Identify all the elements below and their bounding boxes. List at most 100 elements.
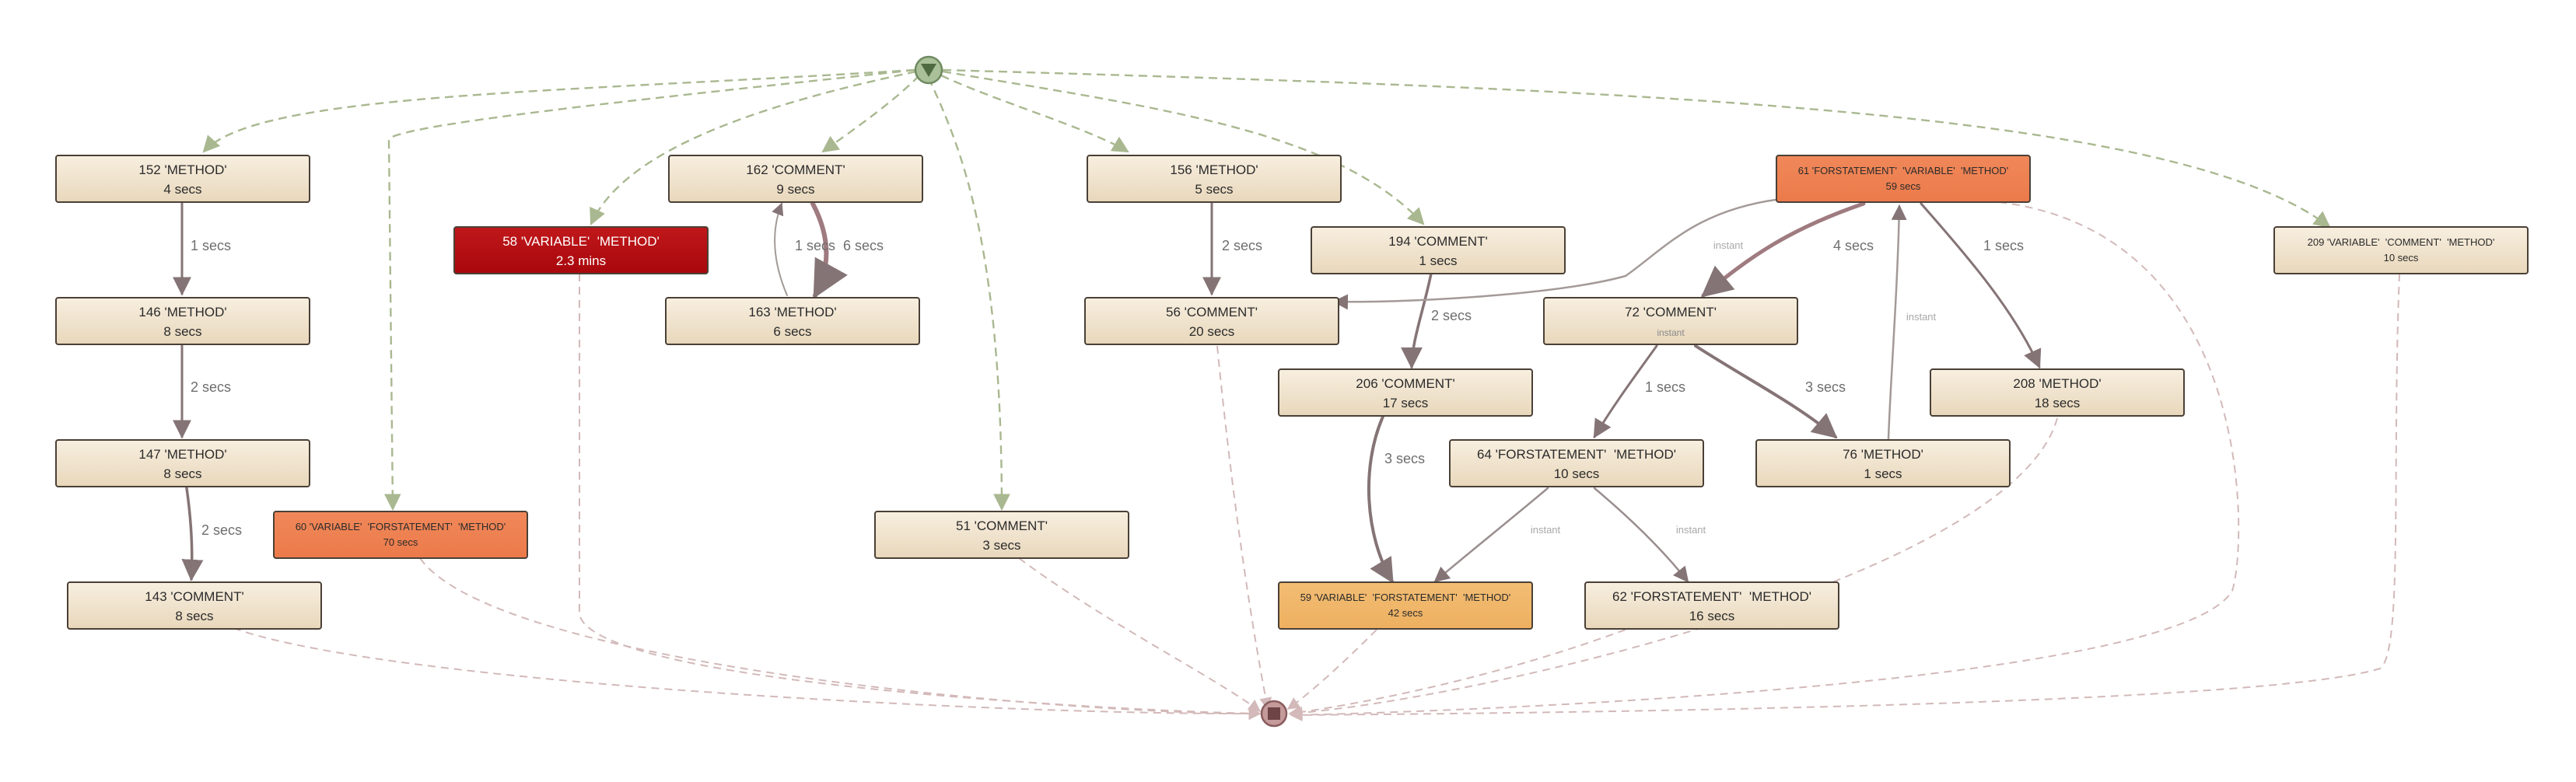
node-duration: 8 secs	[163, 466, 201, 481]
node-label: 156 'METHOD'	[1170, 162, 1258, 177]
node-60[interactable]: 60 'VARIABLE' 'FORSTATEMENT' 'METHOD' 70…	[273, 511, 528, 559]
node-duration: 1 secs	[1419, 253, 1457, 268]
node-label: 146 'METHOD'	[138, 305, 226, 319]
node-194[interactable]: 194 'COMMENT' 1 secs	[1311, 226, 1566, 274]
node-duration: 18 secs	[2035, 396, 2081, 410]
edge-194-206	[1401, 272, 1433, 369]
edge-label-152-146: 1 secs	[191, 238, 231, 253]
node-duration: 16 secs	[1689, 609, 1735, 623]
node-143[interactable]: 143 'COMMENT' 8 secs	[67, 581, 322, 630]
edge-209-end	[1290, 273, 2400, 721]
edge-start-162	[821, 75, 920, 153]
node-64[interactable]: 64 'FORSTATEMENT' 'METHOD' 10 secs	[1449, 439, 1704, 487]
node-58[interactable]: 58 'VARIABLE' 'METHOD' 2.3 mins	[453, 226, 709, 274]
node-206[interactable]: 206 'COMMENT' 17 secs	[1278, 368, 1533, 417]
solid-edges	[173, 197, 2042, 584]
node-duration: 1 secs	[1864, 466, 1902, 481]
node-label: 163 'METHOD'	[748, 305, 836, 319]
node-156[interactable]: 156 'METHOD' 5 secs	[1087, 155, 1342, 203]
edge-label-194-206: 2 secs	[1431, 308, 1472, 323]
node-duration: 10 secs	[2384, 252, 2419, 264]
edge-start-58	[590, 70, 917, 225]
node-label: 206 'COMMENT'	[1356, 376, 1454, 391]
node-56[interactable]: 56 'COMMENT' 20 secs	[1084, 297, 1339, 345]
node-label: 209 'VARIABLE' 'COMMENT' 'METHOD'	[2308, 236, 2495, 248]
edge-51-end	[1018, 557, 1262, 712]
edge-label-76-61: instant	[1906, 311, 1937, 323]
node-duration: 59 secs	[1886, 180, 1921, 192]
node-label: 62 'FORSTATEMENT' 'METHOD'	[1612, 589, 1811, 604]
edge-61-end	[1290, 201, 2240, 721]
node-51[interactable]: 51 'COMMENT' 3 secs	[874, 511, 1129, 559]
edge-206-59	[1367, 415, 1394, 584]
edge-label-72-76: 3 secs	[1805, 379, 1846, 395]
edge-72-64	[1593, 344, 1658, 439]
edge-label-64-59: instant	[1531, 524, 1561, 536]
end-edges	[233, 201, 2400, 721]
edge-60-end	[419, 557, 1262, 721]
node-label: 143 'COMMENT'	[145, 589, 243, 604]
node-209[interactable]: 209 'VARIABLE' 'COMMENT' 'METHOD' 10 sec…	[2273, 226, 2529, 274]
node-label: 194 'COMMENT'	[1388, 234, 1487, 249]
node-duration: 10 secs	[1554, 466, 1600, 481]
edge-label-61-208: 1 secs	[1983, 238, 2024, 253]
edge-label-72-64: 1 secs	[1645, 379, 1685, 395]
node-163[interactable]: 163 'METHOD' 6 secs	[665, 297, 920, 345]
edge-label-156-56: 2 secs	[1222, 238, 1262, 253]
start-node[interactable]	[914, 55, 943, 85]
edge-163-162	[772, 202, 788, 296]
node-162[interactable]: 162 'COMMENT' 9 secs	[668, 155, 923, 203]
node-152[interactable]: 152 'METHOD' 4 secs	[55, 155, 310, 203]
node-72[interactable]: 72 'COMMENT' instant	[1543, 297, 1798, 345]
edge-start-60	[383, 68, 915, 511]
node-label: 152 'METHOD'	[138, 162, 226, 177]
edge-label-147-143: 2 secs	[201, 522, 242, 538]
edge-59-end	[1286, 629, 1377, 710]
edge-147-143	[181, 487, 204, 581]
edge-label-146-147: 2 secs	[191, 379, 231, 395]
edge-61-208	[1920, 202, 2042, 369]
edge-labels: 1 secs 2 secs 2 secs 1 secs 6 secs 2 sec…	[191, 238, 2024, 538]
node-label: 76 'METHOD'	[1843, 447, 1923, 462]
edge-start-156	[940, 74, 1129, 153]
node-label: 58 'VARIABLE' 'METHOD'	[502, 234, 660, 249]
node-59[interactable]: 59 'VARIABLE' 'FORSTATEMENT' 'METHOD' 42…	[1278, 581, 1533, 630]
node-146[interactable]: 146 'METHOD' 8 secs	[55, 297, 310, 345]
edge-162-163	[810, 201, 848, 299]
end-node[interactable]	[1260, 700, 1288, 728]
edge-76-61	[1887, 204, 1907, 441]
node-147[interactable]: 147 'METHOD' 8 secs	[55, 439, 310, 487]
edge-label-162-163: 6 secs	[843, 238, 884, 253]
edge-58-end	[579, 274, 1262, 720]
node-label: 162 'COMMENT'	[746, 162, 845, 177]
node-label: 56 'COMMENT'	[1166, 305, 1258, 319]
node-duration: 2.3 mins	[556, 253, 606, 268]
node-duration: 6 secs	[773, 324, 811, 339]
node-208[interactable]: 208 'METHOD' 18 secs	[1930, 368, 2185, 417]
edge-61-56	[1332, 197, 1783, 310]
node-label: 51 'COMMENT'	[956, 518, 1048, 533]
node-duration: 3 secs	[982, 538, 1020, 553]
edge-72-76	[1694, 344, 1838, 439]
edge-label-61-72: 4 secs	[1833, 238, 1874, 253]
edge-64-59	[1433, 487, 1549, 583]
edge-143-end	[233, 627, 1262, 721]
node-label: 59 'VARIABLE' 'FORSTATEMENT' 'METHOD'	[1300, 592, 1511, 603]
node-duration: 5 secs	[1195, 182, 1233, 197]
edge-start-51	[927, 77, 1010, 511]
edge-56-end	[1216, 345, 1272, 710]
node-62[interactable]: 62 'FORSTATEMENT' 'METHOD' 16 secs	[1584, 581, 1839, 630]
node-label: 147 'METHOD'	[138, 447, 226, 462]
node-76[interactable]: 76 'METHOD' 1 secs	[1755, 439, 2011, 487]
start-edges	[202, 68, 2331, 511]
node-duration: 4 secs	[163, 182, 201, 197]
node-duration: instant	[1657, 327, 1685, 338]
node-duration: 8 secs	[163, 324, 201, 339]
edge-label-64-62: instant	[1676, 524, 1706, 536]
node-duration: 20 secs	[1189, 324, 1235, 339]
node-label: 60 'VARIABLE' 'FORSTATEMENT' 'METHOD'	[296, 521, 506, 532]
node-61[interactable]: 61 'FORSTATEMENT' 'VARIABLE' 'METHOD' 59…	[1776, 155, 2031, 203]
edge-label-61-56: instant	[1713, 239, 1744, 251]
square-stop-icon	[1268, 707, 1280, 720]
